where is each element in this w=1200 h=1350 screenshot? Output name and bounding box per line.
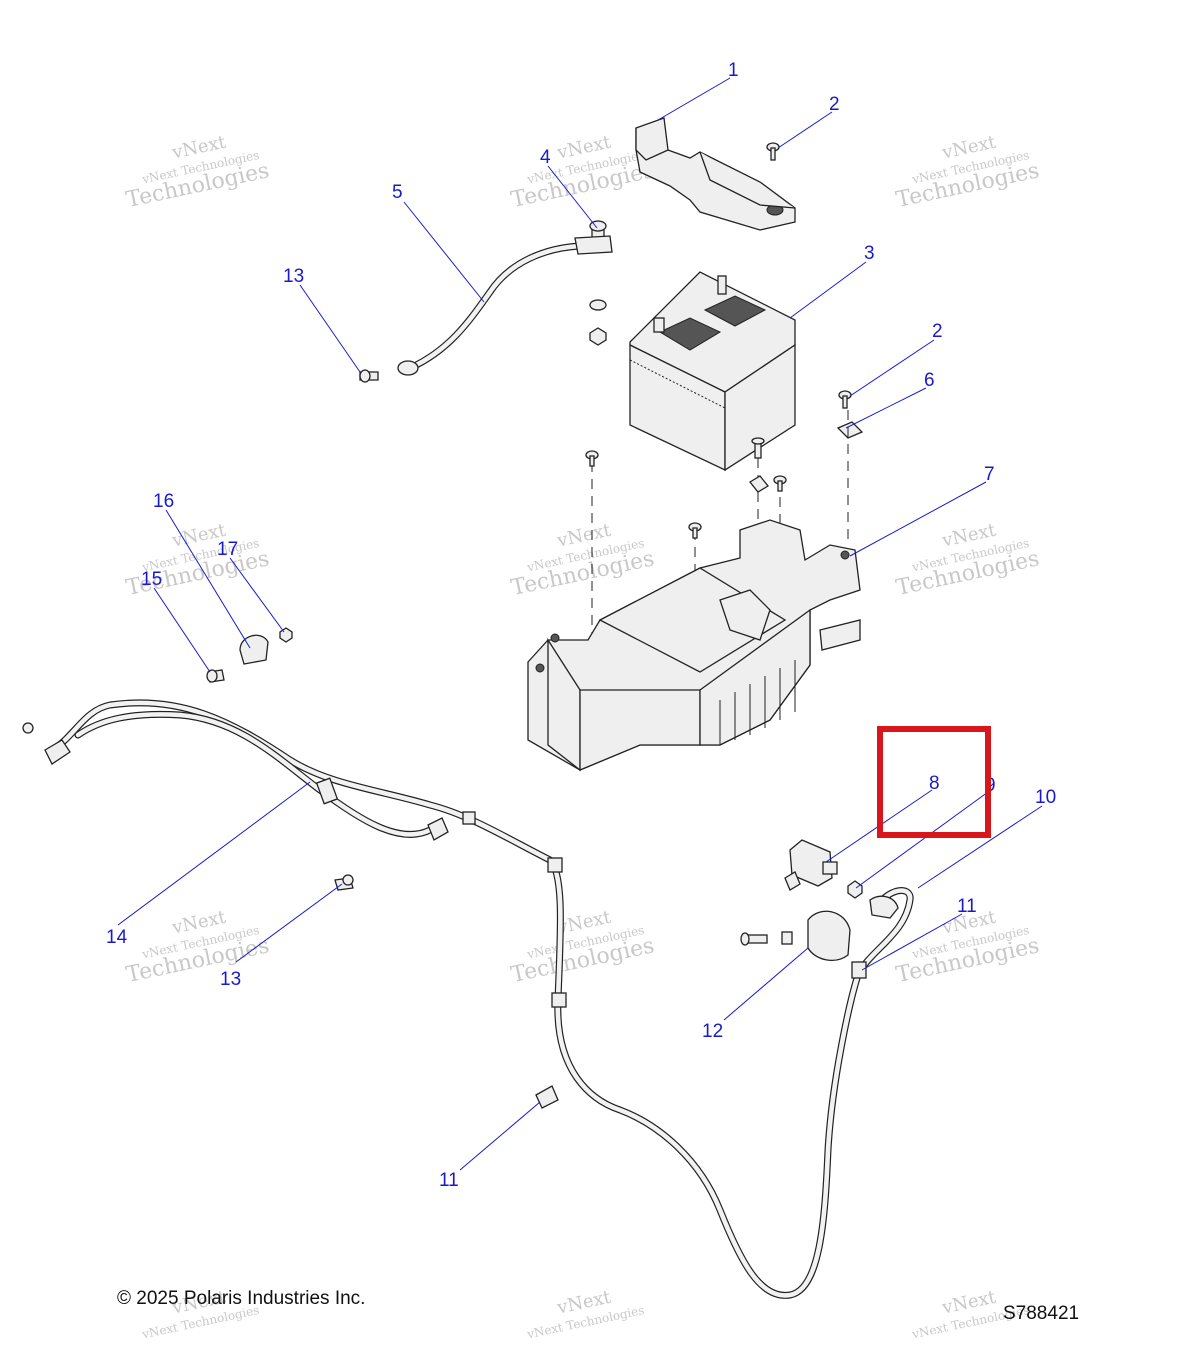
watermark: vNext vNext Technologies Technologies (124, 132, 272, 214)
callout-8: 8 (929, 773, 940, 794)
battery-hold-down-bracket (635, 117, 796, 231)
callout-12: 12 (702, 1021, 723, 1042)
positive-cable-10 (807, 895, 899, 961)
callout-2-upper: 2 (829, 94, 840, 115)
relay-8 (784, 839, 838, 891)
copyright-text: © 2025 Polaris Industries Inc. (117, 1288, 366, 1309)
nut-9 (847, 880, 863, 899)
callout-11-right: 11 (957, 896, 977, 917)
callout-16: 16 (153, 491, 174, 512)
callout-14: 14 (106, 927, 128, 948)
clip-6 (836, 421, 864, 439)
watermark: vNext vNext Technologies Technologies (509, 520, 657, 602)
watermark: vNext vNext Technologies Technologies (894, 520, 1042, 602)
screw-2-lower (838, 390, 852, 409)
bolt-13-upper (359, 369, 379, 383)
highlight-box (877, 726, 991, 838)
battery-tray-7 (527, 519, 861, 772)
connector-11-lower (535, 1085, 559, 1109)
watermark: vNext vNext Technologies Technologies (509, 907, 657, 989)
screw-2-upper (766, 142, 780, 161)
watermark: vNext vNext Technologies Technologies (509, 132, 657, 214)
tray-screws (585, 450, 787, 539)
battery (629, 271, 796, 472)
callout-4: 4 (540, 147, 551, 168)
callout-11-bottom: 11 (439, 1170, 459, 1191)
wire-harness-14 (22, 699, 914, 1299)
nut-17 (279, 627, 293, 643)
watermark: vNext vNext Technologies Technologies (124, 907, 272, 989)
bolt-15 (206, 669, 225, 683)
bolt-13-lower (334, 874, 354, 891)
callout-1: 1 (728, 60, 739, 81)
callout-17: 17 (217, 539, 238, 560)
figure-code: S788421 (1003, 1303, 1080, 1324)
clamp-16 (239, 634, 269, 665)
watermark: vNext vNext Technologies (525, 1287, 645, 1342)
callout-labels: 1 2 2 3 4 5 6 7 8 9 10 11 11 12 13 13 14… (106, 60, 1056, 1191)
callout-15: 15 (141, 569, 162, 590)
ground-cable-5 (397, 235, 613, 376)
callout-10: 10 (1035, 787, 1056, 808)
callout-5: 5 (392, 182, 403, 203)
callout-6: 6 (924, 370, 935, 391)
callout-13-lower: 13 (220, 969, 241, 990)
callout-2-lower: 2 (932, 321, 943, 342)
callout-7: 7 (984, 464, 995, 485)
bolt-12 (740, 931, 793, 946)
leader-lines (117, 77, 1043, 1171)
callout-3: 3 (864, 243, 875, 264)
watermark: vNext vNext Technologies Technologies (894, 132, 1042, 214)
callout-13-upper: 13 (283, 266, 304, 287)
